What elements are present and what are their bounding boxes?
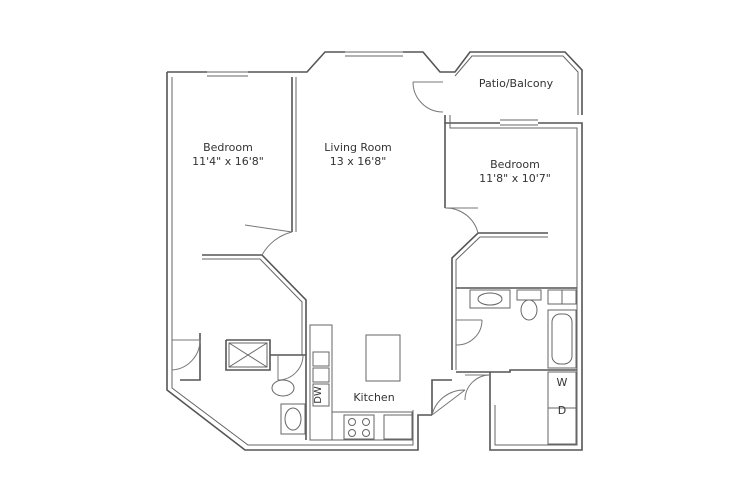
kitchen-island xyxy=(365,334,401,382)
wall-right-bedroom-south xyxy=(451,232,548,370)
door-laundry xyxy=(464,374,491,401)
wall-left-bath xyxy=(270,354,307,440)
wall-kitchen-right xyxy=(431,379,452,415)
door-bedroom-left xyxy=(244,224,293,256)
door-closet-left xyxy=(171,339,201,371)
bathtub-basin-right xyxy=(551,313,573,365)
sink-right xyxy=(477,292,503,306)
exterior-wall-east-2 xyxy=(489,122,583,451)
toilet-right xyxy=(520,299,538,321)
door-patio xyxy=(412,81,444,113)
burner-4 xyxy=(362,429,370,437)
patio-wall xyxy=(450,51,583,115)
door-bath-right xyxy=(455,319,483,346)
wall-closet-left xyxy=(180,333,201,381)
living-room-size: 13 x 16'8" xyxy=(330,155,387,168)
burner-1 xyxy=(348,418,356,426)
bedroom-right-size: 11'8" x 10'7" xyxy=(479,172,551,185)
burner-3 xyxy=(348,429,356,437)
exterior-wall-north-bay xyxy=(403,51,450,73)
exterior-wall-west xyxy=(166,72,432,451)
burner-2 xyxy=(362,418,370,426)
labels: Bedroom 11'4" x 16'8" Living Room 13 x 1… xyxy=(192,77,567,417)
cabinet-right-a xyxy=(547,289,563,305)
washer-label: W xyxy=(557,376,568,389)
wall-bedroom-south xyxy=(202,254,307,355)
shower-diag-2 xyxy=(228,342,268,368)
exterior-wall-north-mid xyxy=(248,51,345,73)
fixtures xyxy=(228,289,577,445)
stove xyxy=(343,414,375,440)
exterior-wall-inner xyxy=(171,77,414,446)
interior-walls xyxy=(180,77,577,440)
door-kitchen-entry xyxy=(431,389,466,416)
door-bedroom-right xyxy=(444,207,479,234)
exterior-wall-east xyxy=(444,115,500,124)
dryer-label: D xyxy=(558,404,566,417)
patio-name: Patio/Balcony xyxy=(479,77,554,90)
patio-wall-inner xyxy=(454,55,579,115)
dishwasher-label: DW xyxy=(313,386,324,404)
dishwasher xyxy=(312,383,330,407)
toilet-tank-right xyxy=(516,289,542,301)
bedroom-left-name: Bedroom xyxy=(203,141,253,154)
toilet-left xyxy=(271,379,295,397)
wall-closet-mid xyxy=(225,339,271,371)
door-bath-left xyxy=(277,354,304,381)
exterior-walls xyxy=(166,51,583,451)
living-room-name: Living Room xyxy=(324,141,392,154)
bedroom-left-size: 11'4" x 16'8" xyxy=(192,155,264,168)
dryer xyxy=(547,407,577,445)
cabinet-right-b xyxy=(561,289,577,305)
exterior-wall-east-inner xyxy=(449,115,578,446)
kitchen-name: Kitchen xyxy=(353,391,394,404)
kitchen-sink-b xyxy=(312,367,330,383)
wall-bedroom-south-inner xyxy=(202,258,303,355)
doors xyxy=(171,81,491,416)
washer xyxy=(547,371,577,409)
wall-right-bedroom-south-inner xyxy=(455,236,548,370)
refrigerator xyxy=(383,414,413,440)
kitchen-sink-a xyxy=(312,351,330,367)
sink-left xyxy=(284,407,302,431)
bedroom-right-name: Bedroom xyxy=(490,158,540,171)
wall-bath-bottom xyxy=(456,369,577,373)
